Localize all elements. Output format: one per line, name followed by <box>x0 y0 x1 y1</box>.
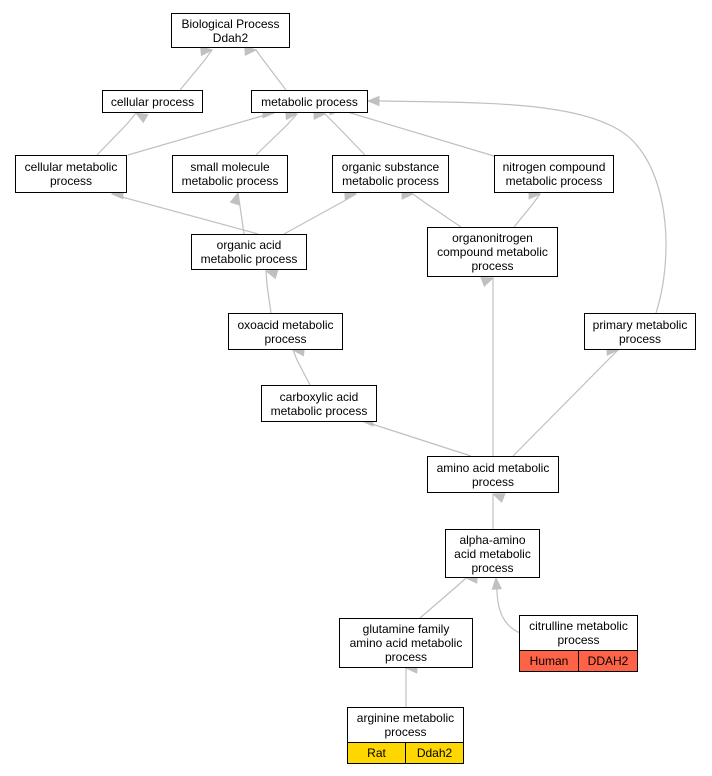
arrowhead-13 <box>264 269 279 280</box>
edge-11 <box>412 193 462 228</box>
tag-gene: Ddah2 <box>405 743 463 763</box>
edge-5 <box>324 113 366 156</box>
node-metabolic-process[interactable]: metabolic process <box>251 90 368 113</box>
arrowhead-20 <box>491 576 503 590</box>
edge-12 <box>513 193 541 228</box>
edge-14 <box>292 349 311 386</box>
arrowhead-1 <box>244 45 258 56</box>
arginine-tags: Rat Ddah2 <box>348 742 463 763</box>
citrulline-tags: Human DDAH2 <box>520 650 637 671</box>
edge-3 <box>127 112 275 156</box>
node-organic-substance-metabolic-process[interactable]: organic substance metabolic process <box>332 155 449 193</box>
node-carboxylic-acid-metabolic-process[interactable]: carboxylic acid metabolic process <box>261 385 377 422</box>
edge-19 <box>419 577 467 619</box>
edge-20 <box>495 577 521 634</box>
arrowhead-18 <box>491 493 506 504</box>
tag-species: Human <box>520 651 578 671</box>
edge-1 <box>255 49 287 91</box>
edge-13 <box>265 270 272 314</box>
node-arginine-metabolic-process[interactable]: arginine metabolic process Rat Ddah2 <box>347 707 464 764</box>
arrowhead-9 <box>229 191 240 206</box>
node-biological-process[interactable]: Biological Process Ddah2 <box>171 13 290 48</box>
edge-10 <box>283 193 357 235</box>
arrowhead-0 <box>200 45 214 57</box>
node-citrulline-metabolic-process[interactable]: citrulline metabolic process Human DDAH2 <box>519 615 638 672</box>
arrowhead-15 <box>480 277 495 287</box>
citrulline-label: citrulline metabolic process <box>529 619 628 647</box>
edge-0 <box>179 49 213 91</box>
tag-species: Rat <box>348 743 405 763</box>
edge-6 <box>340 109 495 157</box>
arginine-label: arginine metabolic process <box>356 711 455 739</box>
node-organonitrogen-compound-metabolic-process[interactable]: organonitrogen compound metabolic proces… <box>427 227 558 277</box>
node-alpha-amino-acid-metabolic-process[interactable]: alpha-amino acid metabolic process <box>445 529 540 578</box>
node-nitrogen-compound-metabolic-process[interactable]: nitrogen compound metabolic process <box>494 155 614 193</box>
node-cellular-metabolic-process[interactable]: cellular metabolic process <box>15 155 127 193</box>
node-glutamine-family-amino-acid-metabolic-process[interactable]: glutamine family amino acid metabolic pr… <box>339 618 473 668</box>
node-amino-acid-metabolic-process[interactable]: amino acid metabolic process <box>427 456 559 493</box>
node-oxoacid-metabolic-process[interactable]: oxoacid metabolic process <box>228 313 343 350</box>
arrowhead-7 <box>366 95 380 107</box>
edge-7 <box>368 100 667 314</box>
arrowhead-2 <box>134 112 149 124</box>
node-cellular-process[interactable]: cellular process <box>102 90 203 113</box>
node-small-molecule-metabolic-process[interactable]: small molecule metabolic process <box>172 155 288 193</box>
edge-2 <box>96 112 137 156</box>
tag-gene: DDAH2 <box>578 651 637 671</box>
edge-4 <box>255 113 298 156</box>
node-organic-acid-metabolic-process[interactable]: organic acid metabolic process <box>191 234 307 270</box>
node-primary-metabolic-process[interactable]: primary metabolic process <box>584 313 696 350</box>
edge-16 <box>512 349 619 457</box>
edge-17 <box>361 420 472 457</box>
